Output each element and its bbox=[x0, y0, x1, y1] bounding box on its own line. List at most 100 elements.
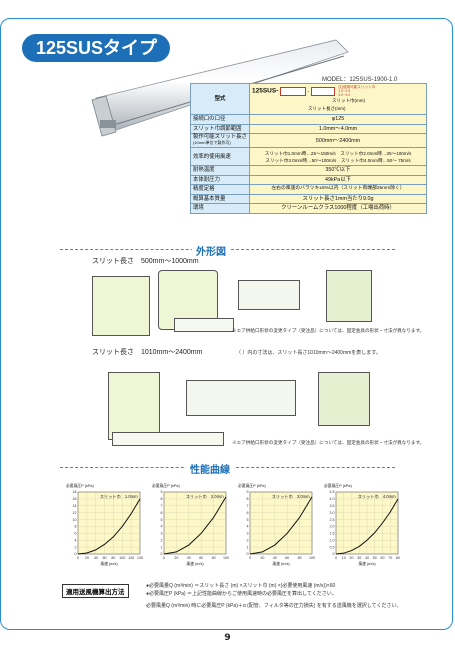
outline-caption-long-note: （ ）内の寸法は、スリット長さ1010mm〜2400mmを表します。 bbox=[236, 350, 381, 356]
drawing-bracket-long bbox=[112, 432, 224, 446]
chart-y-tick-label: 7 bbox=[247, 504, 249, 508]
chart-x-tick-label: 60 bbox=[381, 556, 385, 560]
spec-value: スリット巾1.0mm時…25〜150m/s スリット巾2.0mm時…25〜100… bbox=[249, 147, 427, 166]
chart-title: スリット巾 4.0mm bbox=[358, 493, 396, 500]
chart-y-tick-label: 3.5 bbox=[330, 504, 335, 508]
chart-y-tick-label: 8 bbox=[247, 497, 249, 501]
chart-plot-area bbox=[163, 491, 227, 555]
page-title: 125SUSタイプ bbox=[22, 34, 170, 62]
chart-x-tick-label: 0 bbox=[249, 556, 251, 560]
chart-y-tick-label: 1.5 bbox=[330, 532, 335, 536]
page-number: 9 bbox=[224, 633, 231, 643]
chart-x-tick-label: 20 bbox=[260, 556, 264, 560]
chart-x-tick-label: 80 bbox=[111, 556, 115, 560]
spec-label: 本体耐圧力 bbox=[190, 174, 250, 185]
chart-y-axis-label: 必要風圧P (kPa) bbox=[66, 483, 95, 488]
spec-label: 耐熱温度 bbox=[190, 165, 250, 176]
chart-y-tick-label: 2 bbox=[247, 538, 249, 542]
spec-value: 1.0mm〜4.0mm bbox=[249, 123, 427, 134]
chart-y-tick-label: 1 bbox=[161, 545, 163, 549]
spec-value: 500mm〜2400mm bbox=[249, 133, 427, 148]
chart-y-tick-label: 2 bbox=[161, 538, 163, 542]
chart-y-tick-label: 4 bbox=[247, 525, 249, 529]
chart-title: スリット巾 1.0mm bbox=[100, 493, 138, 500]
chart-y-tick-label: 2 bbox=[75, 545, 77, 549]
chart-series-line bbox=[163, 496, 227, 555]
formula-label: 適用送風機算出方法 bbox=[62, 584, 129, 598]
chart-plot-area bbox=[249, 491, 313, 555]
spec-model-cell: 125SUS- - 注)使用可能スリット巾 1.0~2.5 3.0~4.0 スリ… bbox=[249, 83, 427, 115]
drawing-top-view bbox=[238, 280, 300, 310]
spec-label: スリット巾調節範囲 bbox=[190, 123, 250, 134]
chart-x-tick-label: 20 bbox=[85, 556, 89, 560]
chart-x-tick-label: 40 bbox=[94, 556, 98, 560]
chart-y-tick-label: 5 bbox=[247, 518, 249, 522]
chart-y-tick-label: 4.5 bbox=[330, 490, 335, 494]
spec-label: 環境 bbox=[190, 203, 250, 214]
chart-y-tick-label: 0 bbox=[333, 552, 335, 556]
chart-y-tick-label: 2.0 bbox=[330, 525, 335, 529]
chart-y-tick-label: 5 bbox=[161, 518, 163, 522]
slit-width-label: スリット巾(mm) bbox=[332, 98, 365, 103]
chart-x-axis-label: 風速 (m/s) bbox=[272, 561, 290, 566]
chart-y-axis-label: 必要風圧P (kPa) bbox=[324, 483, 353, 488]
spec-label-main: 製作可能スリット長さ bbox=[193, 133, 247, 140]
drawing-bracket bbox=[174, 318, 234, 332]
chart-y-tick-label: 3.0 bbox=[330, 511, 335, 515]
spec-label: 効率的使用風速 bbox=[190, 147, 250, 166]
spec-label: 概算基本質量 bbox=[190, 193, 250, 204]
chart-x-tick-label: 20 bbox=[350, 556, 354, 560]
chart-x-tick-label: 140 bbox=[137, 556, 143, 560]
speed-line-2: スリット巾3.0mm時…50〜100m/s スリット巾4.0mm時…50〜 75… bbox=[265, 157, 411, 163]
chart-y-axis-label: 必要風圧P (kPa) bbox=[152, 483, 181, 488]
outline-caption-short: スリット長さ 500mm〜1000mm bbox=[92, 258, 199, 265]
chart-x-axis-label: 風速 (m/s) bbox=[100, 561, 118, 566]
chart-y-tick-label: 3 bbox=[161, 532, 163, 536]
chart-x-tick-label: 10 bbox=[342, 556, 346, 560]
chart-y-tick-label: 3 bbox=[247, 532, 249, 536]
chart-y-tick-label: 6 bbox=[161, 511, 163, 515]
chart-series-line bbox=[335, 498, 399, 555]
chart-y-tick-label: 0 bbox=[75, 552, 77, 556]
spec-model-label: 型式 bbox=[190, 83, 250, 115]
drawing-front-view bbox=[326, 270, 372, 322]
chart-x-tick-label: 80 bbox=[212, 556, 216, 560]
chart-x-tick-label: 120 bbox=[128, 556, 134, 560]
chart-x-tick-label: 20 bbox=[174, 556, 178, 560]
chart-x-axis-label: 風速 (m/s) bbox=[186, 561, 204, 566]
chart-y-tick-label: 14 bbox=[73, 504, 77, 508]
chart-x-axis-label: 風速 (m/s) bbox=[358, 561, 376, 566]
chart-x-tick-label: 0 bbox=[77, 556, 79, 560]
model-dash: - bbox=[307, 88, 310, 95]
chart-title: スリット巾 3.0mm bbox=[272, 493, 310, 500]
outline-caption-long: スリット長さ 1010mm〜2400mm bbox=[92, 349, 203, 356]
chart-title: スリット巾 2.0mm bbox=[186, 493, 224, 500]
drawing-top-view-long bbox=[186, 380, 296, 416]
chart-x-tick-label: 60 bbox=[103, 556, 107, 560]
chart-y-tick-label: 16 bbox=[73, 497, 77, 501]
drawing-side-left bbox=[92, 276, 150, 336]
spec-label: 接続口の口径 bbox=[190, 114, 250, 125]
spec-value: 350℃以下 bbox=[249, 165, 427, 176]
chart-x-tick-label: 60 bbox=[285, 556, 289, 560]
spec-value: スリット長さ1mm当たり9.0g bbox=[249, 193, 427, 204]
chart-x-tick-label: 100 bbox=[119, 556, 125, 560]
chart-plot-area bbox=[77, 491, 141, 555]
spec-value: φ125 bbox=[249, 114, 427, 125]
chart-x-tick-label: 80 bbox=[298, 556, 302, 560]
chart-y-tick-label: 2.5 bbox=[330, 518, 335, 522]
chart-x-tick-label: 0 bbox=[335, 556, 337, 560]
chart-y-tick-label: 18 bbox=[73, 490, 77, 494]
spec-label: 精度定格 bbox=[190, 184, 250, 195]
spec-value: 49kPa以下 bbox=[249, 174, 427, 185]
chart-series-line bbox=[249, 496, 313, 555]
chart-y-tick-label: 1 bbox=[247, 545, 249, 549]
chart-x-tick-label: 70 bbox=[388, 556, 392, 560]
chart-x-tick-label: 40 bbox=[273, 556, 277, 560]
chart-y-tick-label: 4.0 bbox=[330, 497, 335, 501]
chart-y-tick-label: 4 bbox=[161, 525, 163, 529]
slit-length-label: スリット長さ(mm) bbox=[308, 106, 346, 111]
chart-y-tick-label: 0 bbox=[161, 552, 163, 556]
